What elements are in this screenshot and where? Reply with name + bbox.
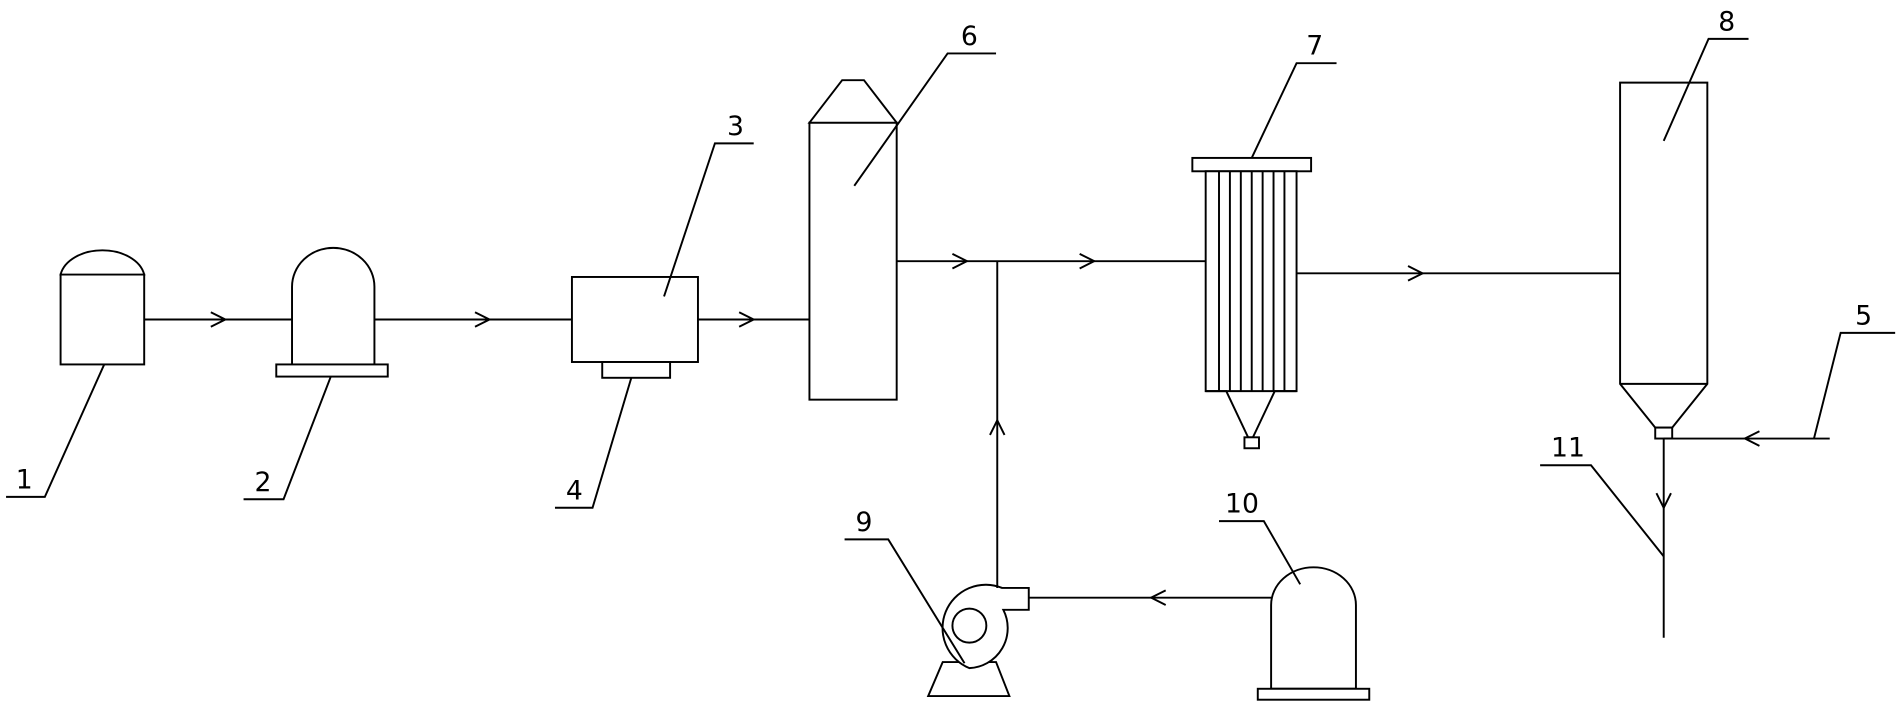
label-4: 4 [566,475,583,506]
equipment-9-fan [926,583,1030,698]
label-6: 6 [961,21,978,52]
equipment-6-tower [807,79,899,401]
label-1: 1 [16,464,33,495]
label-7: 7 [1306,31,1323,62]
flow-arrows [210,253,1760,606]
leader-lines [6,37,1896,664]
equipment-labels: 1 2 3 4 5 6 7 8 9 10 11 [16,6,1872,538]
arrow-right-icon [951,253,970,270]
label-9: 9 [855,507,872,538]
equipment-4-base [601,361,672,379]
equipment-1-tank [59,249,146,366]
arrow-down-icon [1655,492,1672,510]
arrow-right-icon [474,311,492,328]
arrow-right-icon [210,311,228,328]
equipment-8-silo [1619,81,1709,440]
equipment-2-vessel [275,246,389,378]
arrow-left-icon [1148,589,1167,606]
arrow-right-icon [738,311,756,328]
label-2: 2 [254,467,271,498]
arrow-left-icon [1742,430,1760,447]
label-11: 11 [1551,433,1585,464]
equipment-10-vessel [1256,566,1371,701]
label-10: 10 [1225,489,1259,520]
equipment-3-unit [570,275,699,363]
label-3: 3 [727,111,744,142]
label-8: 8 [1718,6,1735,37]
arrow-right-icon [1079,253,1097,270]
label-5: 5 [1855,300,1872,331]
arrow-up-icon [989,418,1006,436]
arrow-right-icon [1407,265,1425,282]
equipment-7-bag-filter [1191,156,1313,450]
